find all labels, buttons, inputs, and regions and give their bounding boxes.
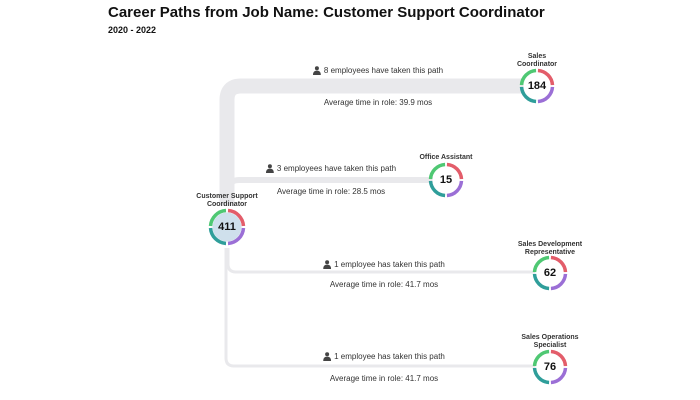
- ring-segment: [428, 180, 446, 198]
- node-fill: [212, 212, 242, 242]
- node-fill: [536, 259, 564, 287]
- path-sales-development-representative[interactable]: [226, 248, 535, 274]
- ring-segment: [532, 255, 550, 273]
- path-count-label: 8 employees have taken this path: [312, 66, 444, 75]
- node-value: 184: [527, 80, 547, 92]
- node-value: 15: [439, 174, 453, 186]
- path-time-label: Average time in role: 39.9 mos: [323, 98, 433, 107]
- path-count-text: 8 employees have taken this path: [323, 66, 444, 75]
- person-icon: [323, 260, 332, 269]
- ring-segment: [532, 367, 550, 385]
- node-name: Sales Coordinator: [516, 53, 558, 68]
- person-icon: [323, 352, 332, 361]
- path-time-label: Average time in role: 28.5 mos: [276, 187, 386, 196]
- ring-segment: [550, 273, 568, 291]
- path-sales-coordinator[interactable]: [219, 78, 525, 206]
- node-sales-development-representative[interactable]: 62: [532, 255, 568, 291]
- path-office-assistant[interactable]: [226, 177, 435, 206]
- page-title: Career Paths from Job Name: Customer Sup…: [108, 4, 545, 21]
- node-name: Sales Development Representative: [517, 241, 583, 256]
- ring-segment: [208, 208, 227, 227]
- node-fill: [523, 72, 551, 100]
- node-ring: [532, 255, 568, 291]
- node-sales-coordinator[interactable]: 184: [519, 68, 555, 104]
- path-count-text: 1 employee has taken this path: [334, 260, 445, 269]
- path-time-label: Average time in role: 41.7 mos: [329, 280, 439, 289]
- node-fill: [432, 166, 460, 194]
- path-count-label: 3 employees have taken this path: [265, 164, 397, 173]
- person-icon: [265, 164, 274, 173]
- node-ring: [519, 68, 555, 104]
- source-node-name: Customer Support Coordinator: [196, 193, 258, 208]
- ring-segment: [550, 367, 568, 385]
- ring-segment: [227, 208, 246, 227]
- node-value: 76: [543, 361, 557, 373]
- node-ring: [532, 349, 568, 385]
- ring-segment: [519, 68, 537, 86]
- node-fill: [536, 353, 564, 381]
- path-time-label: Average time in role: 41.7 mos: [329, 374, 439, 383]
- node-value: 411: [218, 221, 236, 233]
- ring-segment: [227, 227, 246, 246]
- path-count-label: 1 employee has taken this path: [323, 260, 445, 269]
- node-value: 62: [543, 267, 557, 279]
- node-ring: [428, 162, 464, 198]
- node-sales-operations-specialist[interactable]: 76: [532, 349, 568, 385]
- node-name: Office Assistant: [419, 154, 473, 161]
- ring-segment: [428, 162, 446, 180]
- ring-segment: [550, 349, 568, 367]
- node-office-assistant[interactable]: 15: [428, 162, 464, 198]
- ring-segment: [550, 255, 568, 273]
- node-ring: [208, 208, 246, 246]
- ring-segment: [208, 227, 227, 246]
- ring-segment: [537, 86, 555, 104]
- ring-segment: [519, 86, 537, 104]
- ring-segment: [532, 273, 550, 291]
- source-node[interactable]: 411: [208, 208, 246, 246]
- path-sales-operations-specialist[interactable]: [224, 248, 535, 368]
- ring-segment: [537, 68, 555, 86]
- path-count-text: 3 employees have taken this path: [276, 164, 397, 173]
- path-count-label: 1 employee has taken this path: [323, 352, 445, 361]
- path-count-text: 1 employee has taken this path: [334, 352, 445, 361]
- ring-segment: [446, 180, 464, 198]
- node-name: Sales Operations Specialist: [521, 334, 579, 349]
- person-icon: [312, 66, 321, 75]
- date-range: 2020 - 2022: [108, 25, 157, 35]
- ring-segment: [532, 349, 550, 367]
- ring-segment: [446, 162, 464, 180]
